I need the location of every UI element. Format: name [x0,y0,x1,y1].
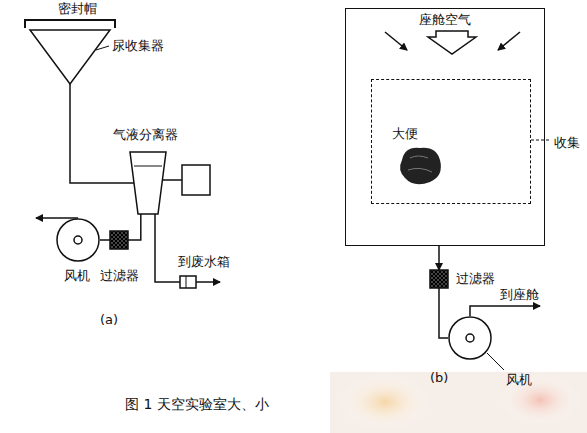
valve-symbol [180,276,196,288]
part-label: (a) [100,312,118,328]
part-label: (b) [430,370,448,386]
part-label: 到废水箱 [178,254,230,270]
outlet-pipe [470,306,540,316]
sep-outline [130,152,166,214]
fan-outline [448,316,492,360]
pipe-connector [438,246,440,270]
flow-arrow [498,32,520,50]
pipe-connector [100,239,110,241]
filter-body [110,231,128,249]
node-label: 尿收集器 [112,38,164,54]
filter-body [430,270,448,288]
collection-region: 收集 [371,79,531,204]
separator-body [130,152,166,214]
node-label: 气液分离器 [113,127,178,143]
fan-hub [74,236,82,244]
sealing-cap [25,20,115,28]
fan-housing [57,219,99,261]
node-label: 收集 [554,135,580,151]
part-label: 大便 [392,126,418,142]
node-label: 过滤器 [100,268,139,284]
valve-mark [186,276,187,288]
node-label: 风机 [506,372,532,388]
fan-housing [449,317,491,359]
urine-funnel: 尿收集器 [30,30,110,84]
fan-symbol: 风机 [448,316,492,360]
blob-texture [408,156,432,172]
part-label: 到座舱 [500,287,539,303]
inflow-arrow [428,31,476,54]
node-label: 风机 [64,268,90,284]
filter-symbol: 过滤器 [110,231,128,249]
pipe-connector [439,288,448,338]
funnel-body [30,30,110,84]
node-label: 座舱空气 [346,12,544,28]
watermark-glow [340,374,430,430]
fan-outline [56,218,100,262]
separator-symbol: 气液分离器 [130,152,166,214]
filter-symbol: 过滤器 [430,270,448,288]
feces-blob [400,148,441,185]
leader-line [531,140,549,141]
fan-symbol: 风机 [56,218,100,262]
funnel-outline [30,30,110,84]
flow-arrow [36,217,78,219]
leader-line [487,353,504,370]
flow-arrow [385,32,407,50]
node-label: 过滤器 [456,271,495,287]
separator-mark [134,166,162,167]
waste-pipe [155,214,180,282]
watermark-band [330,372,587,433]
filter-outline [110,231,128,249]
filter-outline [430,270,448,288]
pipe-connector [128,214,141,240]
part-label: 密封帽 [58,1,97,17]
shaft-line [162,179,182,181]
fan-hub [466,334,474,342]
motor-box [182,165,210,195]
figure-caption: 图 1 天空实验室大、小 [125,396,269,413]
flow-arrow [196,281,220,283]
chamber-box: 座舱空气收集 [345,8,545,246]
